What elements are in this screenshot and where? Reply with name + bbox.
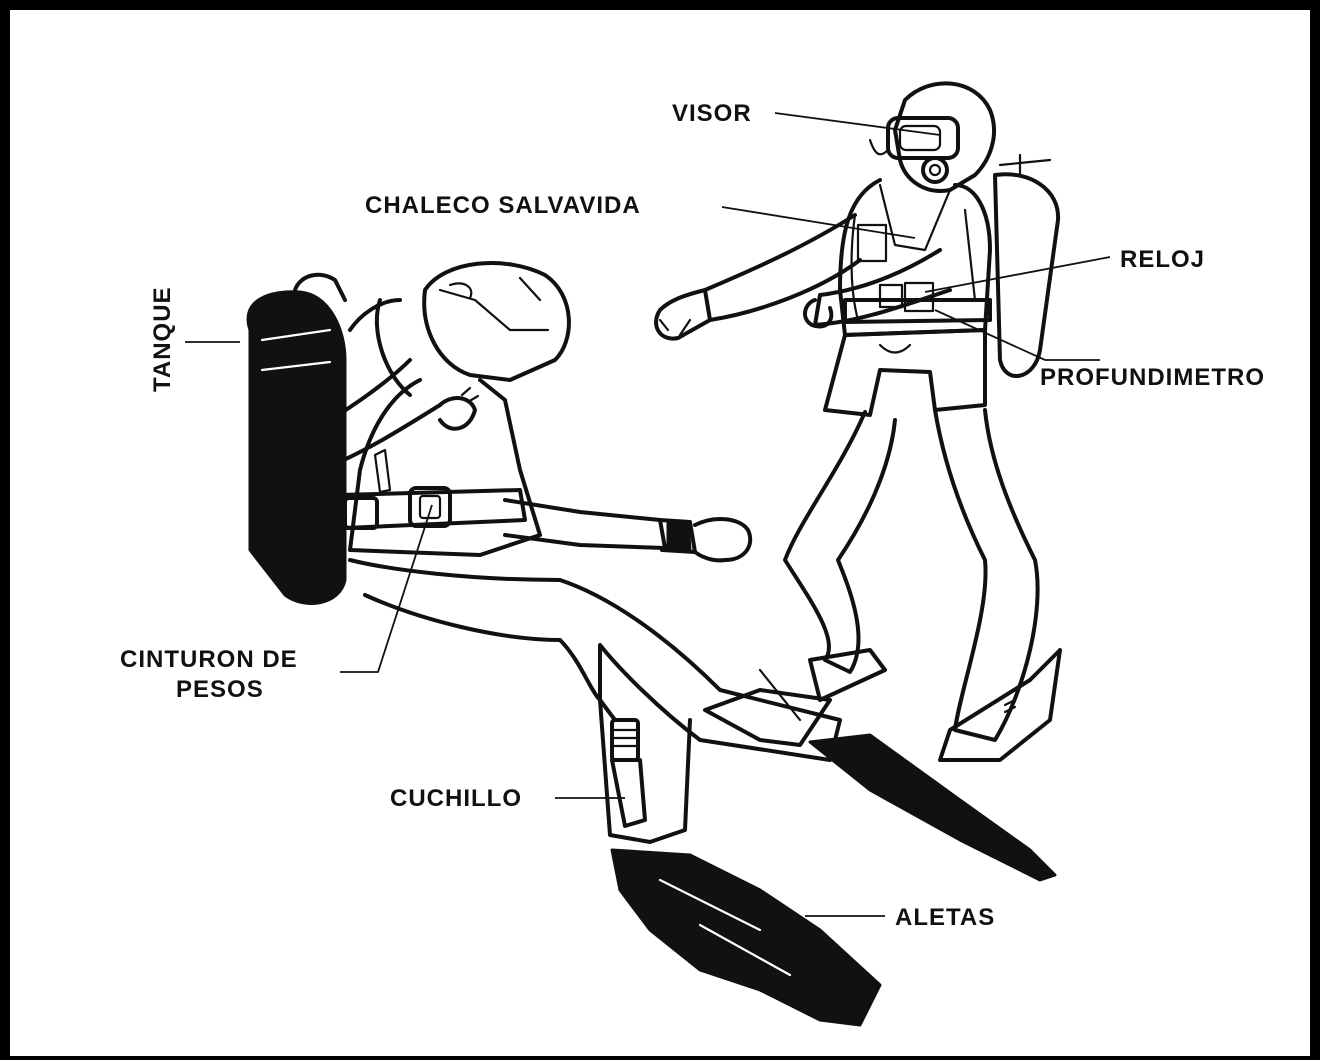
label-chaleco-salvavida: CHALECO SALVAVIDA (365, 192, 641, 219)
label-cuchillo: CUCHILLO (390, 785, 522, 812)
standing-diver-illustration (656, 83, 1060, 760)
reloj-leader (925, 257, 1110, 292)
label-profundimetro: PROFUNDIMETRO (1040, 364, 1265, 391)
profundimetro-leader (935, 310, 1100, 360)
label-visor: VISOR (672, 100, 752, 127)
label-cinturon-de: CINTURON DE (120, 646, 298, 673)
label-reloj: RELOJ (1120, 246, 1205, 273)
label-pesos: PESOS (176, 676, 264, 703)
label-tanque: TANQUE (149, 286, 176, 392)
label-aletas: ALETAS (895, 904, 995, 931)
